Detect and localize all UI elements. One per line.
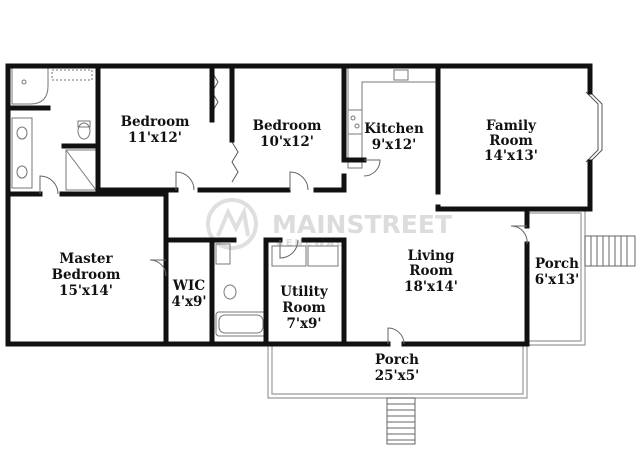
family-room-name: Family — [486, 118, 537, 134]
windows — [7, 65, 470, 345]
bedroom-1-name: Bedroom — [121, 114, 190, 130]
porch-front-name: Porch — [375, 352, 419, 368]
wic-name: WIC — [172, 278, 205, 294]
bedroom-1-dims: 11'x12' — [128, 130, 182, 146]
bedroom-2-name: Bedroom — [253, 118, 322, 134]
walls — [5, 63, 593, 347]
watermark-logo-mark-icon — [216, 205, 250, 237]
front-steps — [386, 397, 416, 445]
utility-room-name-2: Room — [282, 300, 326, 316]
watermark-sub: RENEWAL — [276, 238, 344, 249]
kitchen-name: Kitchen — [364, 121, 424, 137]
door-master-bath — [39, 175, 59, 195]
living-room-dims: 18'x14' — [404, 279, 458, 295]
porch-side-dims: 6'x13' — [535, 272, 580, 288]
door-utility — [279, 239, 299, 259]
door-wic — [149, 259, 167, 277]
door-front — [387, 327, 405, 345]
family-room-name-2: Room — [489, 133, 533, 149]
door-kitchen — [363, 159, 381, 177]
utility-room-name: Utility — [280, 284, 329, 300]
living-room-name: Living — [408, 248, 455, 264]
family-room-dims: 14'x13' — [484, 148, 538, 164]
side-steps — [584, 235, 636, 267]
master-bedroom-name: Master — [59, 251, 113, 267]
bedroom-2-dims: 10'x12' — [260, 134, 314, 150]
living-room-name-2: Room — [409, 263, 453, 279]
watermark-logo-icon — [206, 198, 258, 250]
porch-front-dims: 25'x5' — [375, 368, 420, 384]
watermark-brand: MAINSTREET — [272, 210, 452, 239]
utility-room-dims: 7'x9' — [286, 316, 321, 332]
master-bedroom-dims: 15'x14' — [59, 283, 113, 299]
kitchen-dims: 9'x12' — [372, 137, 417, 153]
wic-dims: 4'x9' — [171, 294, 206, 310]
porch-side-name: Porch — [535, 256, 579, 272]
master-bedroom-name-2: Bedroom — [52, 267, 121, 283]
room-labels: Bedroom 11'x12' Bedroom 10'x12' Kitchen … — [52, 114, 580, 384]
watermark: MAINSTREET RENEWAL — [206, 198, 452, 250]
door-bedroom-2 — [289, 171, 309, 191]
door-hall-bedroom — [175, 171, 195, 191]
door-side — [510, 225, 528, 245]
doors — [39, 159, 528, 345]
